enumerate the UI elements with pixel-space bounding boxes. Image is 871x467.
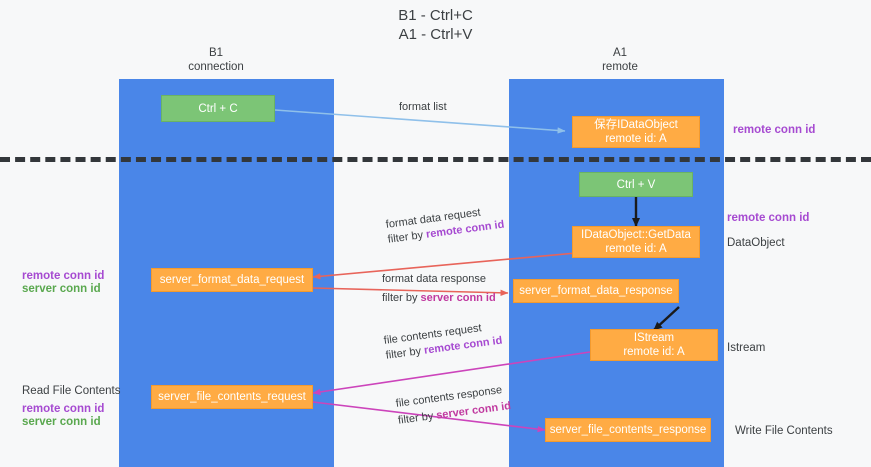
node-idataobject[interactable]: 保存IDataObject remote id: A xyxy=(572,116,700,148)
node-istream-id: remote id: A xyxy=(623,346,685,358)
edge-label-format-data-response-line1: format data response xyxy=(382,273,486,285)
edge-label-file-contents-response: file contents response filter by server … xyxy=(395,382,512,429)
column-header-b1-sub: connection xyxy=(188,61,244,73)
node-idataobject-id: remote id: A xyxy=(605,133,667,145)
title-line-2: A1 - Ctrl+V xyxy=(398,26,473,43)
column-header-a1-sub: remote xyxy=(602,61,638,73)
annotation-right-remote-conn-id-2: remote conn id xyxy=(727,212,810,224)
column-header-b1-name: B1 xyxy=(208,47,224,59)
annotation-left-server-conn-id-1: server conn id xyxy=(22,283,101,295)
node-getdata-label: IDataObject::GetData xyxy=(581,229,691,241)
title-line-1: B1 - Ctrl+C xyxy=(398,7,473,24)
node-idataobject-label: 保存IDataObject xyxy=(594,119,678,131)
annotation-write-file-contents: Write File Contents xyxy=(735,425,833,437)
node-ctrl-c-label: Ctrl + C xyxy=(198,102,238,115)
node-server-file-contents-request-label: server_file_contents_request xyxy=(158,391,306,403)
node-server-file-contents-response[interactable]: server_file_contents_response xyxy=(545,418,711,442)
annotation-left-remote-conn-id-2: remote conn id xyxy=(22,403,105,415)
node-getdata-id: remote id: A xyxy=(605,243,667,255)
node-istream[interactable]: IStream remote id: A xyxy=(590,329,718,361)
node-ctrl-v[interactable]: Ctrl + V xyxy=(579,172,693,197)
page-title: B1 - Ctrl+C A1 - Ctrl+V xyxy=(0,6,871,44)
node-server-format-data-request[interactable]: server_format_data_request xyxy=(151,268,313,292)
node-server-file-contents-response-label: server_file_contents_response xyxy=(549,424,707,436)
node-server-format-data-request-label: server_format_data_request xyxy=(159,274,305,286)
column-header-b1: B1 connection xyxy=(156,46,276,74)
node-ctrl-v-label: Ctrl + V xyxy=(616,178,656,191)
column-header-a1-name: A1 xyxy=(612,47,628,59)
edge-label-format-list: format list xyxy=(399,101,447,113)
node-server-format-data-response[interactable]: server_format_data_response xyxy=(513,279,679,303)
edge-label-format-data-response-line2: filter by server conn id xyxy=(382,292,496,304)
edge-label-file-contents-request: file contents request filter by remote c… xyxy=(383,319,503,364)
node-ctrl-c[interactable]: Ctrl + C xyxy=(161,95,275,122)
phase-separator xyxy=(0,157,871,162)
node-istream-label: IStream xyxy=(633,332,675,344)
node-server-format-data-response-label: server_format_data_response xyxy=(519,285,673,297)
annotation-right-remote-conn-id-1: remote conn id xyxy=(733,124,816,136)
annotation-read-file-contents: Read File Contents xyxy=(22,385,121,397)
annotation-dataobject: DataObject xyxy=(727,237,785,249)
edge-label-format-data-response: format data response filter by server co… xyxy=(382,272,496,306)
column-header-a1: A1 remote xyxy=(560,46,680,74)
annotation-left-remote-conn-id-1: remote conn id xyxy=(22,270,105,282)
annotation-istream: Istream xyxy=(727,342,766,354)
node-getdata[interactable]: IDataObject::GetData remote id: A xyxy=(572,226,700,258)
node-server-file-contents-request[interactable]: server_file_contents_request xyxy=(151,385,313,409)
edge-label-format-data-request: format data request filter by remote con… xyxy=(385,203,505,248)
annotation-left-server-conn-id-2: server conn id xyxy=(22,416,101,428)
